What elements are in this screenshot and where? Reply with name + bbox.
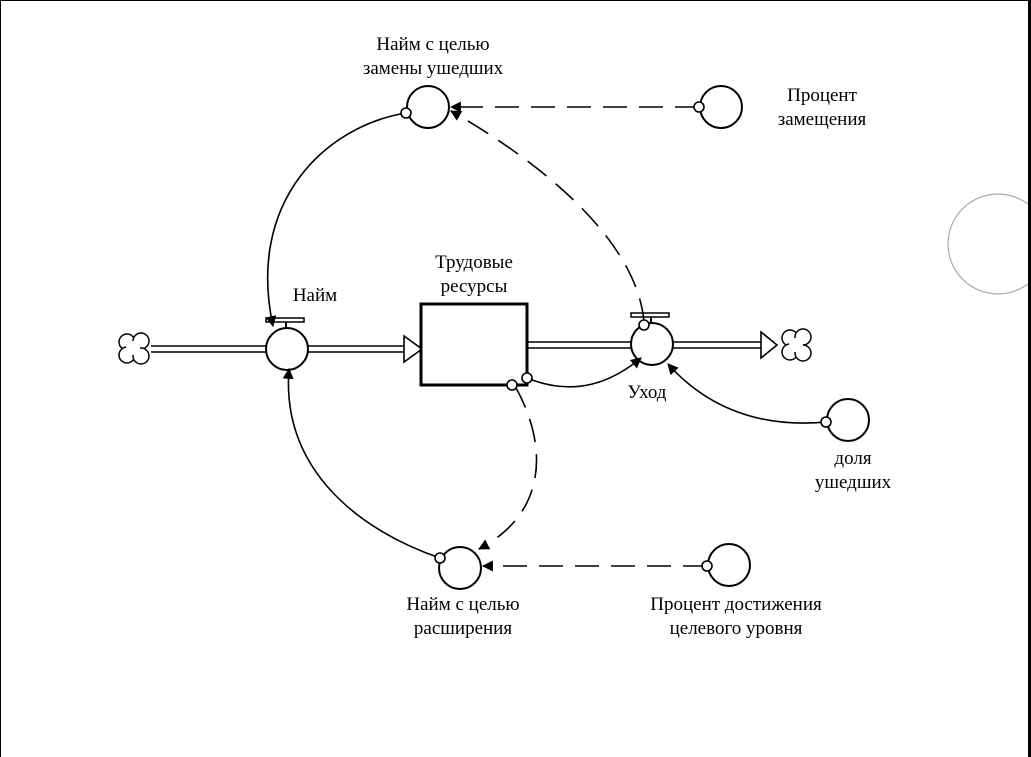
connector-origin-markers (400, 101, 832, 572)
aux-hire-expansion[interactable] (438, 546, 482, 590)
outflow-valve[interactable] (630, 312, 674, 366)
sink-cloud-icon (781, 328, 812, 362)
target-pct-label: Процент достижения целевого уровня (650, 594, 822, 639)
aux-hire-replacement[interactable] (406, 85, 450, 129)
hire-replacement-label: Найм с целью замены ушедших (362, 34, 504, 79)
aux-replacement-pct[interactable] (699, 85, 743, 129)
aux-target-pct[interactable] (707, 543, 751, 587)
connector-expansion-to-hiring (282, 367, 441, 559)
stock-label: Трудовые ресурсы (435, 252, 513, 297)
connector-replacement-to-hiring (265, 112, 407, 328)
aux-leave-fraction[interactable] (826, 398, 870, 442)
connector-stock-to-expansion (478, 385, 538, 550)
replacement-pct-label: Процент замещения (777, 85, 867, 130)
connector-stock-to-leaving (526, 357, 642, 388)
source-cloud-icon (118, 332, 150, 365)
partial-circle-decoration (947, 193, 1028, 295)
outflow-label: Уход (627, 382, 667, 403)
leave-fraction-label: доля ушедших (814, 448, 892, 493)
connector-fraction-to-leaving (667, 363, 827, 424)
connector-leaving-to-replacement (450, 110, 645, 323)
stock-box[interactable] (419, 302, 529, 387)
inflow-label: Найм (292, 285, 338, 306)
hire-expansion-label: Найм с целью расширения (406, 594, 520, 639)
